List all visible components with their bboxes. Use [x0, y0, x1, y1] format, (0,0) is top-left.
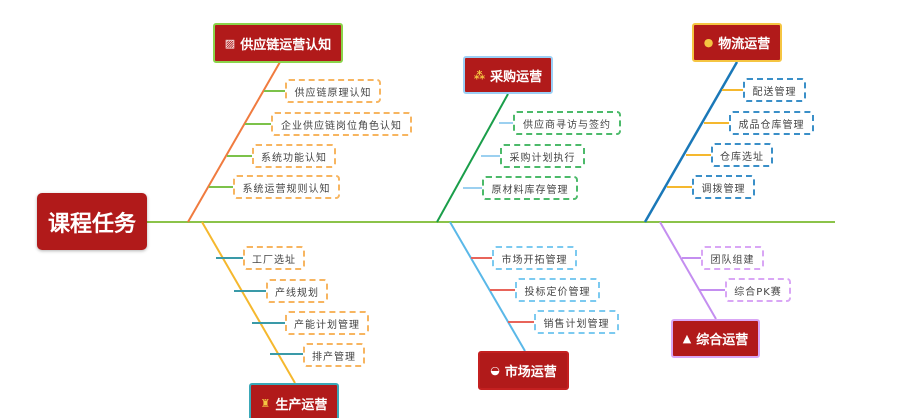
sub-node[interactable]: 仓库选址: [711, 143, 773, 167]
bone-line: [643, 61, 739, 223]
sub-node[interactable]: 成品仓库管理: [729, 111, 814, 135]
sub-node[interactable]: 排产管理: [303, 343, 365, 367]
branch-node-procurement[interactable]: ⁂采购运营: [463, 56, 553, 94]
sub-node[interactable]: 供应链原理认知: [285, 79, 381, 103]
sub-node[interactable]: 配送管理: [743, 78, 806, 102]
bone-line: [436, 93, 509, 223]
tent-icon: ▲: [682, 332, 692, 345]
sub-node[interactable]: 团队组建: [701, 246, 764, 270]
market-icon: ◒: [490, 364, 500, 377]
branch-node-supply-chain[interactable]: ▨供应链运营认知: [213, 23, 343, 63]
branch-node-market[interactable]: ◒市场运营: [478, 351, 569, 390]
bone-line: [187, 61, 281, 223]
chart-icon: ▨: [224, 36, 236, 50]
branch-node-general[interactable]: ▲综合运营: [671, 319, 760, 358]
bone-line: [201, 221, 296, 384]
truck-icon: ●: [703, 36, 714, 49]
factory-icon: ♜: [260, 396, 271, 410]
sub-node[interactable]: 产能计划管理: [285, 311, 369, 335]
sub-node[interactable]: 销售计划管理: [534, 310, 619, 334]
bone-line: [659, 221, 717, 320]
sub-node[interactable]: 综合PK赛: [725, 278, 791, 302]
sub-node[interactable]: 采购计划执行: [500, 144, 585, 168]
sub-node[interactable]: 调拨管理: [692, 175, 755, 199]
branch-node-production[interactable]: ♜生产运营: [249, 383, 339, 418]
network-icon: ⁂: [473, 68, 486, 82]
sub-node[interactable]: 投标定价管理: [515, 278, 600, 302]
sub-node[interactable]: 企业供应链岗位角色认知: [271, 112, 412, 136]
sub-node[interactable]: 供应商寻访与签约: [513, 111, 621, 135]
root-node[interactable]: 课程任务: [37, 193, 147, 250]
sub-node[interactable]: 系统运营规则认知: [233, 175, 340, 199]
bone-line: [449, 221, 526, 352]
branch-node-logistics[interactable]: ●物流运营: [692, 23, 782, 62]
sub-node[interactable]: 市场开拓管理: [492, 246, 577, 270]
sub-node[interactable]: 原材料库存管理: [482, 176, 578, 200]
sub-node[interactable]: 产线规划: [266, 279, 328, 303]
sub-node[interactable]: 工厂选址: [243, 246, 305, 270]
sub-node[interactable]: 系统功能认知: [252, 144, 336, 168]
